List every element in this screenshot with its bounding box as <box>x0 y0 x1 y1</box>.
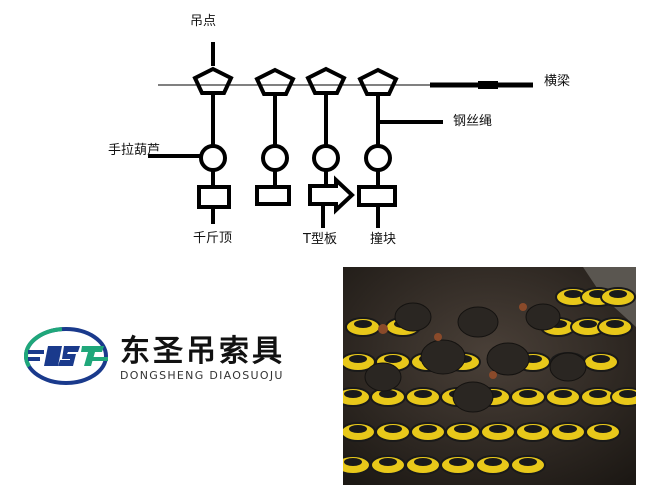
t-plate-arrow <box>308 175 355 215</box>
hoist-disc-center <box>384 355 402 363</box>
hoist-disc-center <box>609 290 627 298</box>
hoist-disc-center <box>594 425 612 433</box>
chain-hoists-photo <box>343 267 636 485</box>
shackle-2 <box>254 67 296 96</box>
label-chain-hoist: 手拉葫芦 <box>108 143 161 158</box>
shackle-3 <box>305 66 347 95</box>
hoist-disc-center <box>344 458 362 466</box>
hoist-disc-center <box>419 425 437 433</box>
hoist-disc-center <box>559 425 577 433</box>
shackle-4 <box>357 67 399 96</box>
chain-hoist-4 <box>364 144 392 172</box>
hoist-disc-center <box>384 425 402 433</box>
jack-block <box>197 185 231 209</box>
hoist-disc-center <box>592 355 610 363</box>
hoist-disc-center <box>489 425 507 433</box>
hoist-disc-center <box>454 425 472 433</box>
logo-mark-icon <box>24 327 108 385</box>
chain-hoist-2 <box>261 144 289 172</box>
block-2 <box>255 185 291 206</box>
hoist-disc-center <box>606 320 624 328</box>
brand-name-cn: 东圣吊索具 <box>120 334 285 369</box>
hoist-disc-center <box>449 458 467 466</box>
hoist-disc-center <box>579 320 597 328</box>
bumper-block <box>357 185 397 207</box>
hoist-disc-center <box>554 390 572 398</box>
hoist-disc-center <box>344 390 362 398</box>
shackle-1 <box>192 66 234 95</box>
hoist-disc-center <box>564 290 582 298</box>
chain-hoist-1 <box>199 144 227 172</box>
label-t-plate: T型板 <box>303 232 337 247</box>
chain-hoist-3 <box>312 144 340 172</box>
hoist-disc-center <box>354 320 372 328</box>
hoist-disc-center <box>379 390 397 398</box>
label-wire-rope: 钢丝绳 <box>453 114 493 129</box>
hoist-disc-center <box>349 425 367 433</box>
label-jack: 千斤顶 <box>193 231 233 246</box>
label-crossbeam: 横梁 <box>544 74 571 89</box>
hoist-disc-center <box>589 390 607 398</box>
hoist-disc-center <box>349 355 367 363</box>
hoist-disc-center <box>414 390 432 398</box>
hoist-disc-center <box>519 390 537 398</box>
label-hoist-point: 吊点 <box>190 14 217 29</box>
label-bumper-block: 撞块 <box>370 232 397 247</box>
brand-name-en: DONGSHENG DIAOSUOJU <box>120 369 284 382</box>
rigging-diagram <box>148 42 533 228</box>
hoist-disc-center <box>619 390 636 398</box>
hoist-disc-center <box>524 425 542 433</box>
hoist-disc-center <box>484 458 502 466</box>
hoist-disc-center <box>379 458 397 466</box>
hoist-disc-center <box>414 458 432 466</box>
hoist-disc-center <box>519 458 537 466</box>
company-logo: 东圣吊索具 DONGSHENG DIAOSUOJU <box>22 326 292 386</box>
